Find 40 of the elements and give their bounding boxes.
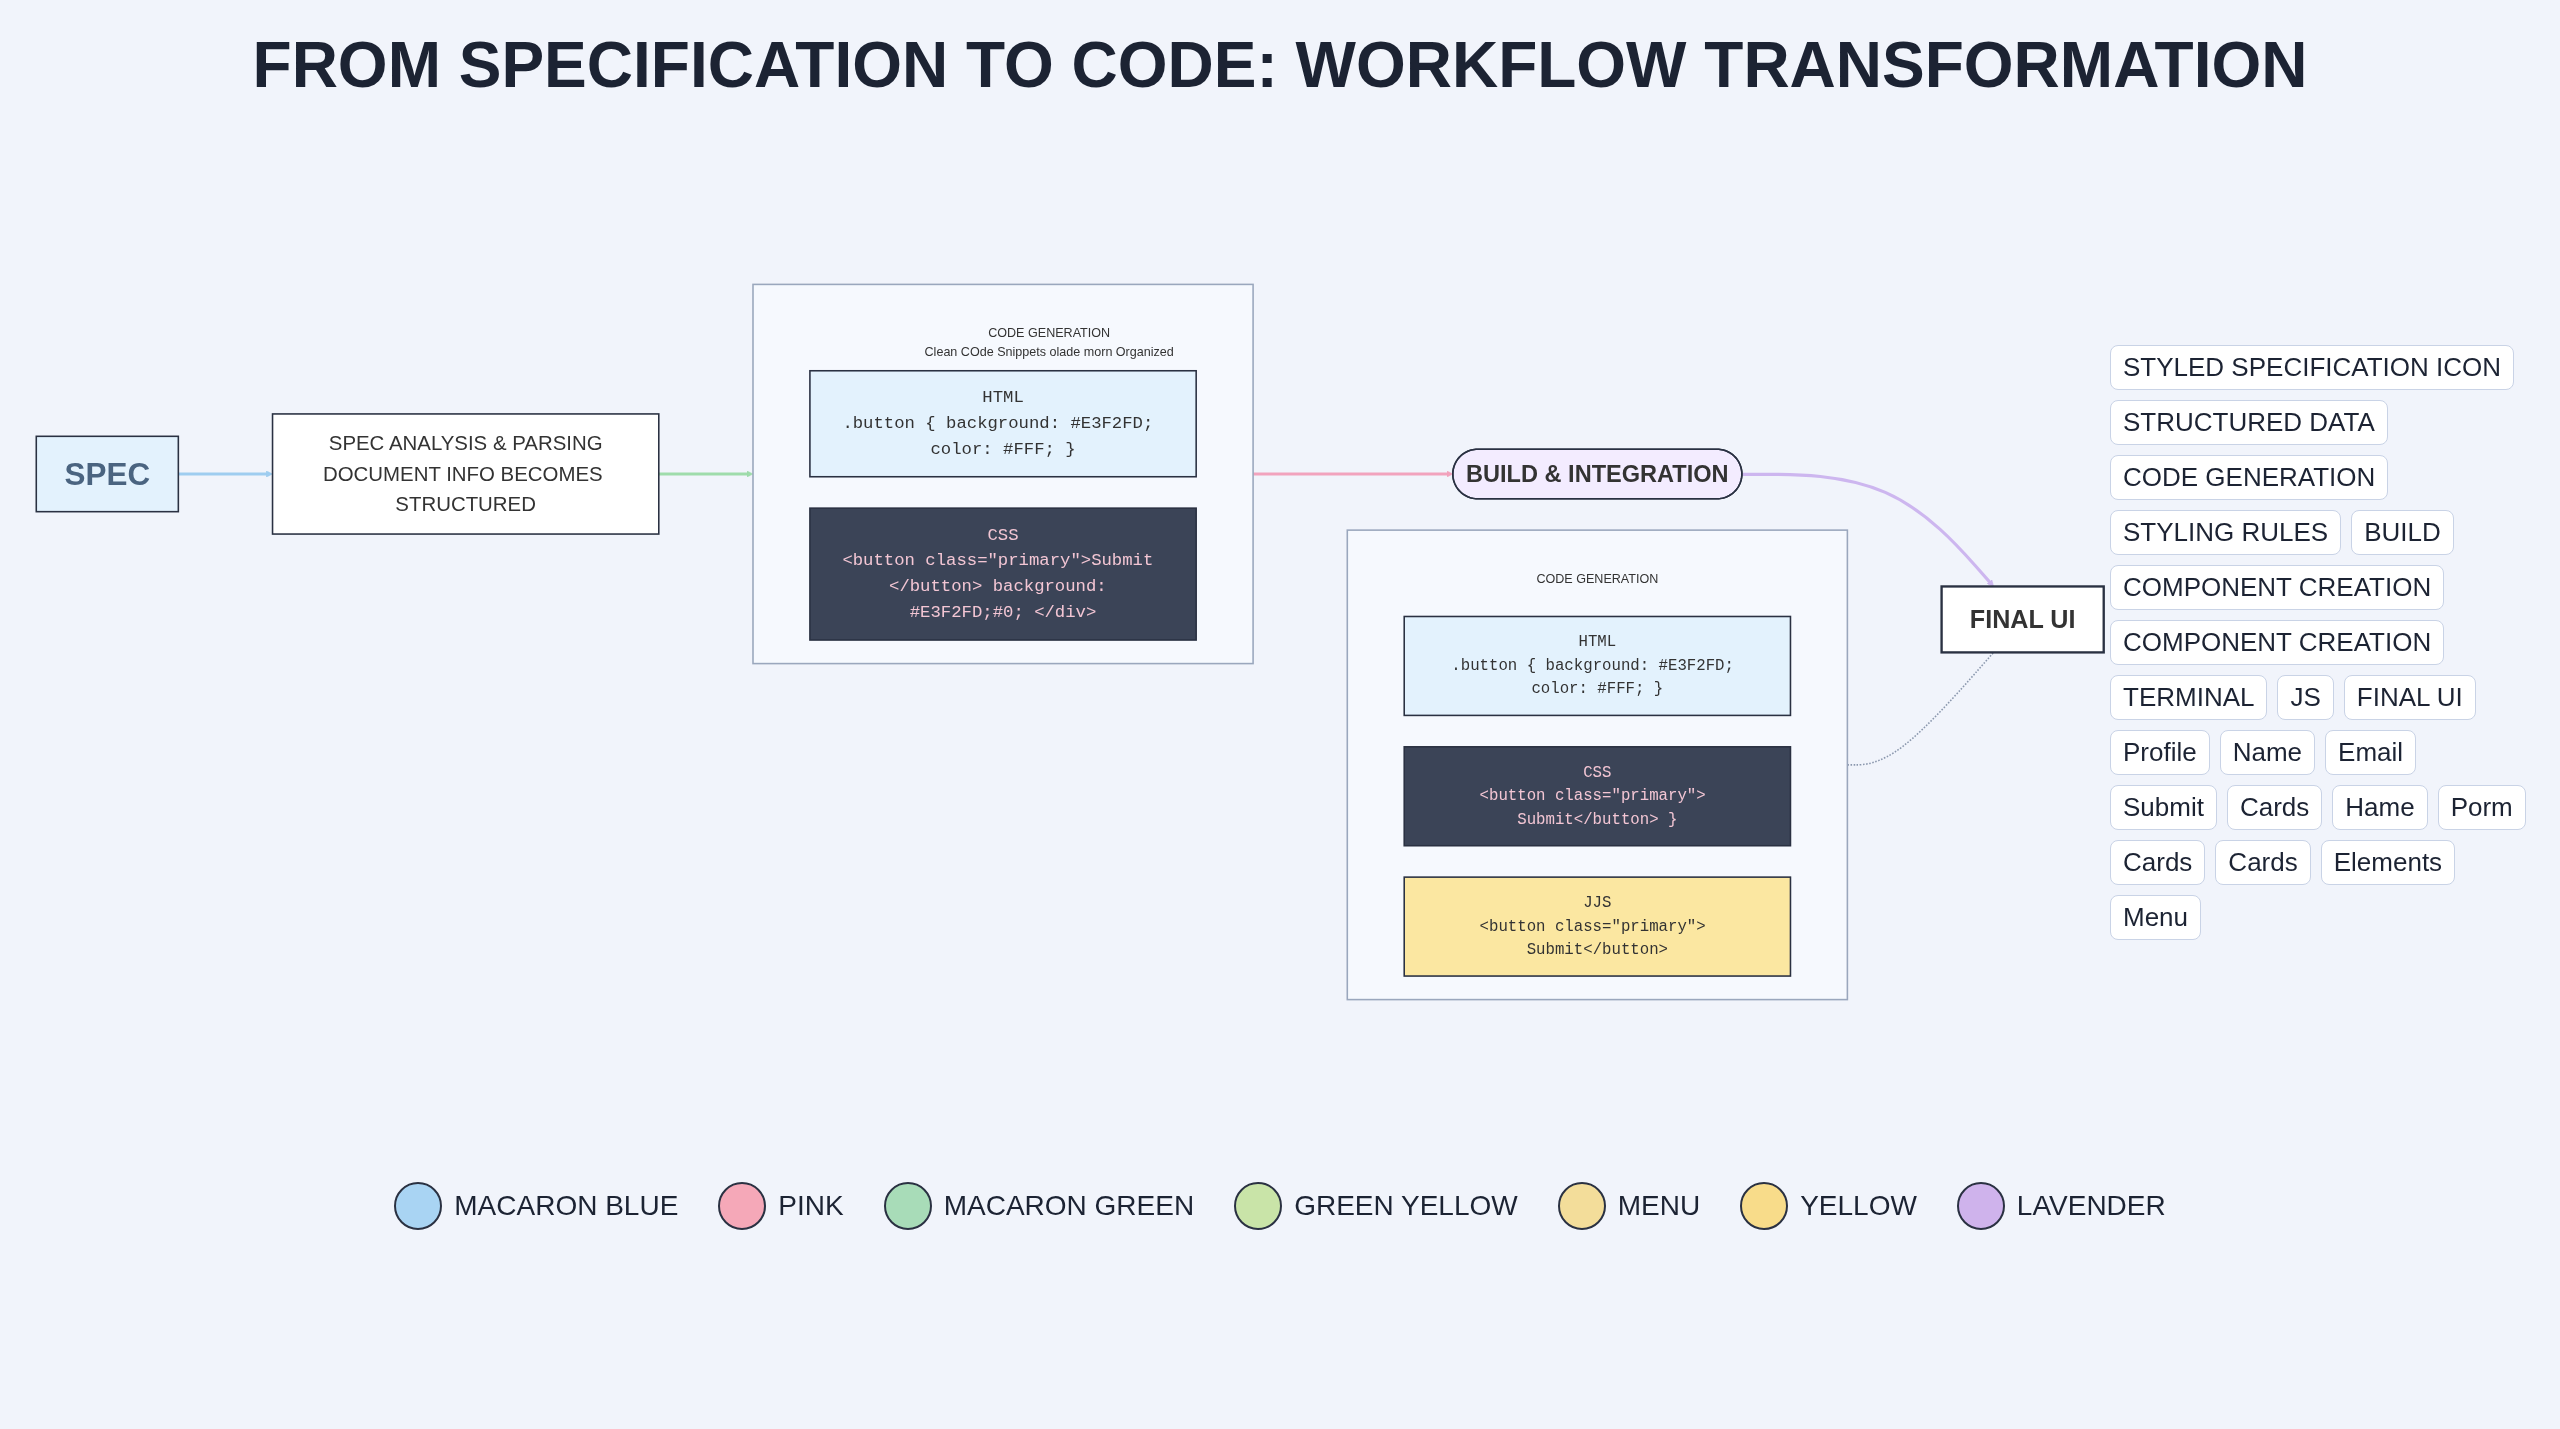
node-box: CSS <button class="primary">Submit </button> background: #E3F2FD;#0; </div>	[809, 507, 1197, 641]
legend-label: MACARON GREEN	[943, 1190, 1195, 1222]
node-box: CSS <button class="primary"> Submit</button> }	[1403, 746, 1792, 847]
node-box: HTML .button { background: #E3F2FD; color: #FFF; }	[809, 369, 1197, 478]
node-box: HTML .button { background: #E3F2FD; color: #FFF; }	[1403, 615, 1792, 717]
legend-label: MACARON BLUE	[454, 1190, 679, 1222]
note-label: BUILD	[2351, 509, 2454, 555]
note-label: Email	[2325, 729, 2417, 775]
node-box: SPEC ANALYSIS & PARSING DOCUMENT INFO BECOMES STRUCTURED	[271, 413, 660, 535]
note-label: Cards	[2226, 784, 2323, 830]
legend-label: GREEN YELLOW	[1294, 1190, 1518, 1222]
note-label: Elements	[2320, 839, 2456, 885]
legend-label: LAVENDER	[2016, 1190, 2166, 1222]
node-box: JJS <button class="primary"> Submit</button>	[1403, 876, 1792, 977]
note-label: TERMINAL	[2110, 674, 2268, 720]
note-label: STYLED SPECIFICATION ICON	[2110, 344, 2514, 390]
node-box: SPEC	[35, 435, 180, 513]
note-label: Name	[2219, 729, 2316, 775]
arrow	[658, 470, 754, 478]
diagram-title: FROM SPECIFICATION TO CODE: WORKFLOW TRANSFORMATION	[251, 28, 2309, 102]
note-label: FINAL UI	[2343, 674, 2476, 720]
node-box: FINAL UI	[1940, 585, 2105, 654]
note-label: Cards	[2215, 839, 2311, 885]
note-label: Submit	[2110, 784, 2217, 830]
note-label: Profile	[2110, 729, 2210, 775]
note-label: Hame	[2332, 784, 2428, 830]
note-label: JS	[2277, 674, 2334, 720]
arrow	[1742, 472, 1994, 587]
note-label: Porm	[2437, 784, 2526, 830]
legend-label: PINK	[778, 1190, 844, 1222]
note-label: COMPONENT CREATION	[2110, 564, 2445, 610]
note-label: CODE GENERATION	[2110, 454, 2389, 500]
note-label: COMPONENT CREATION	[2110, 619, 2445, 665]
legend-label: MENU	[1617, 1190, 1701, 1222]
legend-label: YELLOW	[1800, 1190, 1917, 1222]
note-label: Menu	[2110, 894, 2202, 940]
arrow	[178, 470, 273, 478]
note-label: STYLING RULES	[2110, 509, 2342, 555]
note-label: STRUCTURED DATA	[2110, 399, 2388, 445]
note-label: Cards	[2110, 839, 2206, 885]
